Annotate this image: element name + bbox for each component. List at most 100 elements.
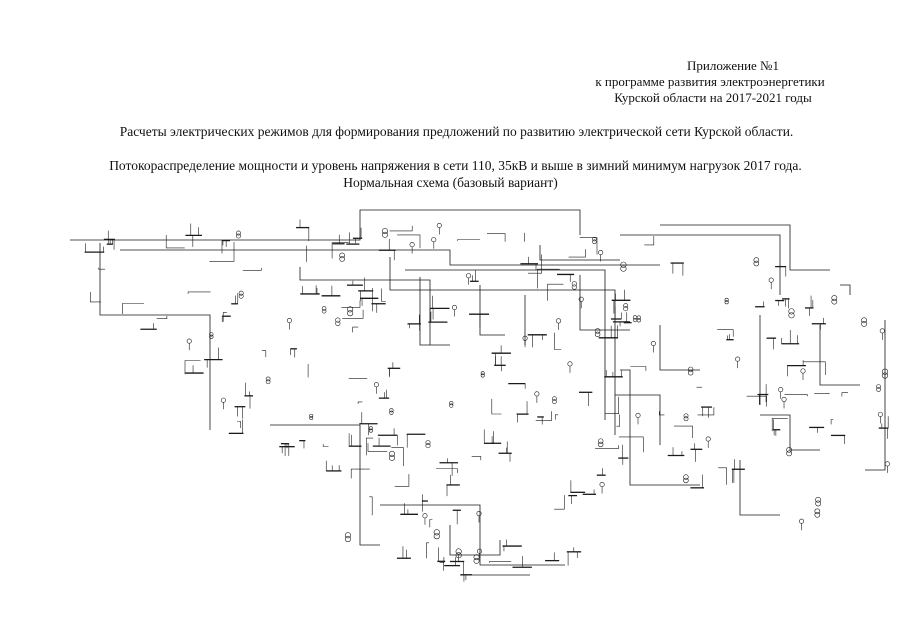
transmission-line (865, 320, 886, 471)
transformer-winding (815, 496, 822, 503)
node-ring (534, 391, 540, 397)
connecting-line (803, 361, 826, 375)
connecting-line (547, 283, 564, 301)
transformer-winding (592, 239, 597, 245)
node-ring (578, 296, 584, 302)
node-ring (800, 368, 806, 374)
connecting-line (165, 235, 185, 249)
node-ring (735, 356, 741, 362)
connecting-line (394, 474, 410, 487)
transformer-winding (344, 536, 351, 543)
connecting-line (397, 234, 421, 249)
transformer-winding (881, 368, 889, 375)
connecting-line (717, 329, 734, 337)
node-ring (778, 387, 784, 393)
node-ring (220, 397, 226, 403)
transformer-winding (598, 441, 604, 448)
transformer-winding (339, 256, 345, 262)
transformer-winding (861, 320, 867, 327)
transformer-winding (321, 306, 327, 311)
node-ring (799, 518, 805, 524)
connecting-line (352, 326, 359, 333)
transformer-winding (209, 332, 214, 337)
node-ring (477, 548, 483, 554)
transformer-winding (389, 410, 394, 415)
connecting-line (439, 557, 445, 563)
connecting-line (489, 561, 512, 563)
transformer-winding (571, 284, 577, 290)
appendix-line-2: Курской области на 2017-2021 годы (614, 90, 812, 105)
transmission-line (99, 243, 211, 360)
connecting-line (471, 456, 482, 461)
transformer-winding (265, 376, 271, 382)
connecting-line (841, 392, 848, 397)
connecting-line (222, 312, 227, 322)
transformer-winding (480, 373, 485, 378)
transformer-winding (236, 230, 241, 236)
transformer-winding (623, 306, 629, 312)
connecting-line (322, 444, 329, 447)
connecting-line (357, 401, 363, 404)
connecting-line (381, 288, 386, 302)
connecting-line (579, 237, 598, 255)
transformer-winding (309, 416, 314, 420)
transformer-winding (238, 290, 244, 296)
node-ring (877, 411, 883, 417)
transformer-winding (788, 312, 795, 319)
transformer-winding (388, 450, 396, 457)
transformer-winding (347, 306, 354, 313)
connecting-line (535, 411, 552, 421)
transformer-winding (598, 438, 604, 444)
connecting-line (436, 468, 458, 473)
connecting-line (830, 419, 834, 425)
node-ring (186, 338, 192, 344)
transformer-winding (238, 293, 244, 299)
transformer-winding (620, 261, 627, 268)
connecting-line (718, 467, 727, 485)
connecting-line (487, 233, 506, 242)
transformer-winding (425, 440, 431, 446)
connecting-line (90, 292, 101, 303)
transformer-winding (236, 233, 241, 239)
connecting-line (367, 443, 388, 452)
node-ring (476, 511, 482, 517)
transformer-winding (620, 265, 627, 272)
document-heading: Расчеты электрических режимов для формир… (119, 124, 794, 139)
connecting-line (618, 436, 644, 453)
connecting-line (746, 395, 767, 407)
transformer-winding (876, 387, 881, 392)
node-ring (879, 328, 885, 334)
transformer-winding (335, 317, 341, 323)
transformer-winding (265, 379, 271, 385)
transmission-line (419, 277, 450, 346)
transformer-winding (636, 318, 641, 323)
node-ring (422, 513, 428, 519)
transmission-line (819, 325, 860, 386)
document-subtitle: Потокораспределение мощности и уровень н… (109, 158, 802, 173)
transformer-winding (753, 260, 760, 267)
connecting-line (242, 267, 262, 271)
transformer-winding (632, 317, 638, 323)
node-ring (598, 249, 604, 255)
transformer-winding (683, 477, 689, 484)
transmission-line (660, 224, 830, 271)
connecting-line (307, 364, 309, 378)
connecting-line (369, 496, 373, 516)
node-ring (431, 237, 437, 243)
connecting-line (537, 268, 560, 289)
transmission-line (620, 369, 700, 486)
node-ring (286, 317, 292, 323)
transformer-winding (594, 331, 601, 338)
scheme-name: Нормальная схема (базовый вариант) (343, 175, 558, 190)
transformer-winding (480, 371, 485, 376)
transformer-winding (831, 298, 838, 305)
transformer-winding (683, 416, 689, 422)
connecting-line (595, 445, 619, 449)
transmission-line (389, 257, 616, 435)
power-network-scheme (70, 209, 890, 582)
transformer-winding (368, 426, 373, 431)
connecting-line (697, 407, 715, 416)
transformer-winding (881, 372, 889, 379)
connecting-line (98, 267, 106, 270)
connecting-line (674, 425, 693, 438)
